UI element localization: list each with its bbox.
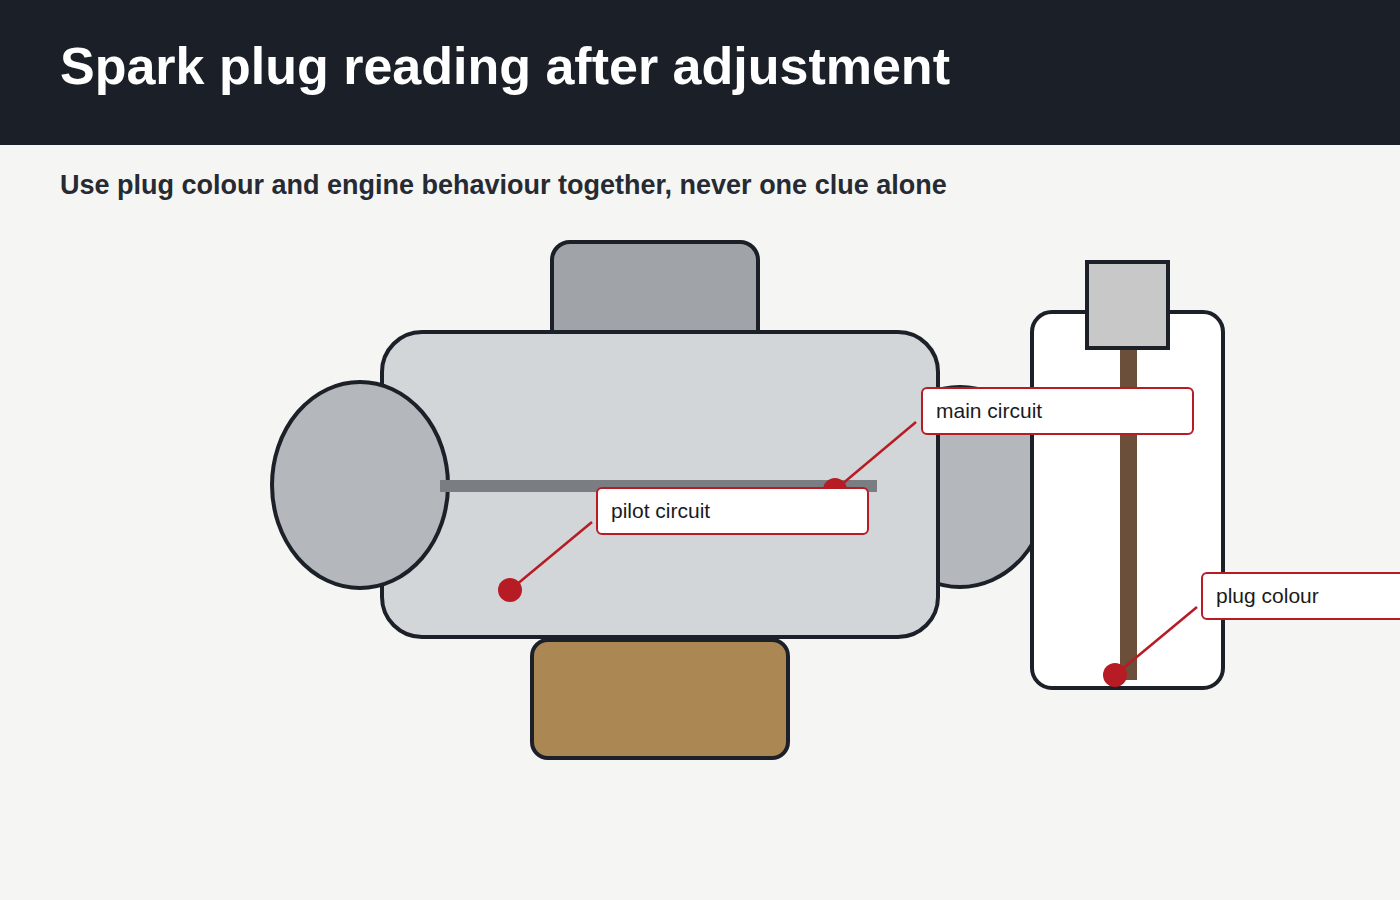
plug-terminal: [1087, 262, 1168, 348]
callout-dot: [1103, 663, 1127, 687]
callout-label: pilot circuit: [598, 499, 710, 523]
callout-dot: [498, 578, 522, 602]
callout-box: pilot circuit: [596, 487, 869, 535]
callout-label: plug colour: [1203, 584, 1319, 608]
callout-box: plug colour: [1201, 572, 1400, 620]
inlet-flange: [272, 382, 448, 588]
page-title: Spark plug reading after adjustment: [60, 36, 950, 96]
leader-line: [835, 422, 916, 490]
callout-box: main circuit: [921, 387, 1194, 435]
leader-line: [510, 522, 592, 590]
callout-label: main circuit: [923, 399, 1042, 423]
page-caption: Use plug colour and engine behaviour tog…: [60, 170, 947, 201]
float-bowl: [532, 640, 788, 758]
plug-panel: [1032, 312, 1223, 688]
leader-line: [1115, 607, 1197, 675]
carb-body: [382, 332, 938, 637]
